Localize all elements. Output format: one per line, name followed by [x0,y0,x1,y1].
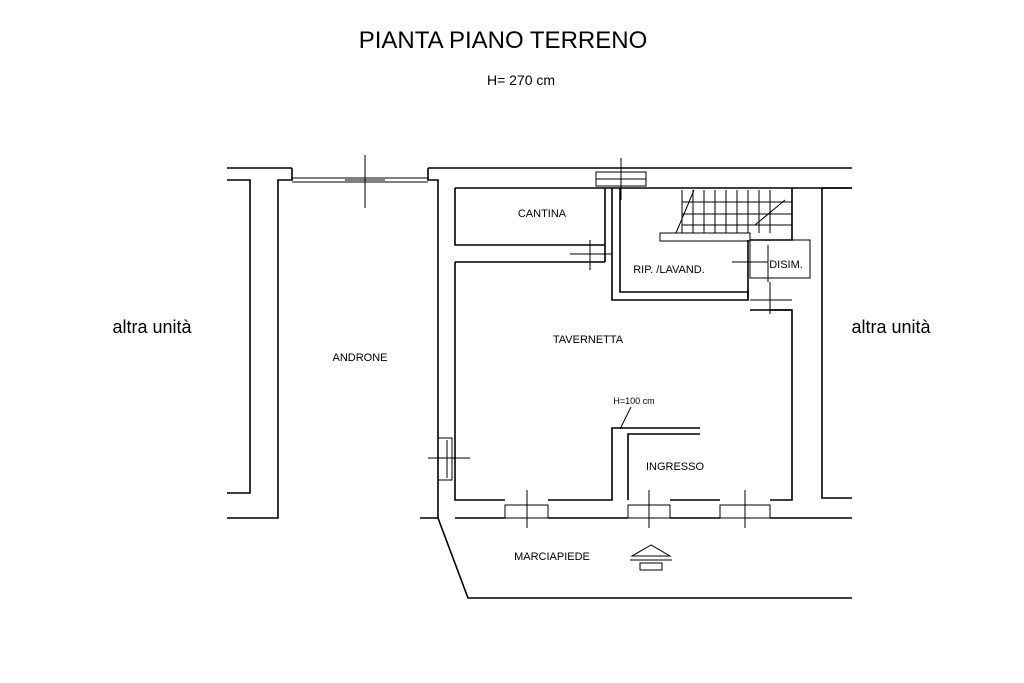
androne-label: ANDRONE [332,352,387,364]
main-outer-walls [428,167,852,519]
ceiling-height-label: H= 270 cm [487,72,555,88]
service-rooms-walls [604,188,811,311]
ingresso-label: INGRESSO [646,461,705,473]
sidewalk [437,517,852,599]
entry-arrow-icon [630,544,672,571]
marciapiede-label: MARCIAPIEDE [514,551,590,563]
front-windows [504,490,771,528]
staircase [659,189,792,242]
right-unit-walls [821,187,852,499]
disim-label: DISIM. [769,259,803,271]
h100-leader [619,406,632,430]
door-markers [570,240,785,314]
tavernetta-label: TAVERNETTA [553,334,624,346]
left-unit-walls [227,167,293,519]
rip-lavand-label: RIP. /LAVAND. [633,264,705,276]
androne-walls [292,155,439,519]
top-vent [595,158,647,200]
cantina-label: CANTINA [518,208,567,220]
side-window [428,437,470,481]
left-unit-label: altra unità [112,317,192,337]
h100-label: H=100 cm [613,396,654,406]
plan-title: PIANTA PIANO TERRENO [359,27,648,54]
disim-box [749,239,811,279]
right-unit-label: altra unità [851,317,931,337]
